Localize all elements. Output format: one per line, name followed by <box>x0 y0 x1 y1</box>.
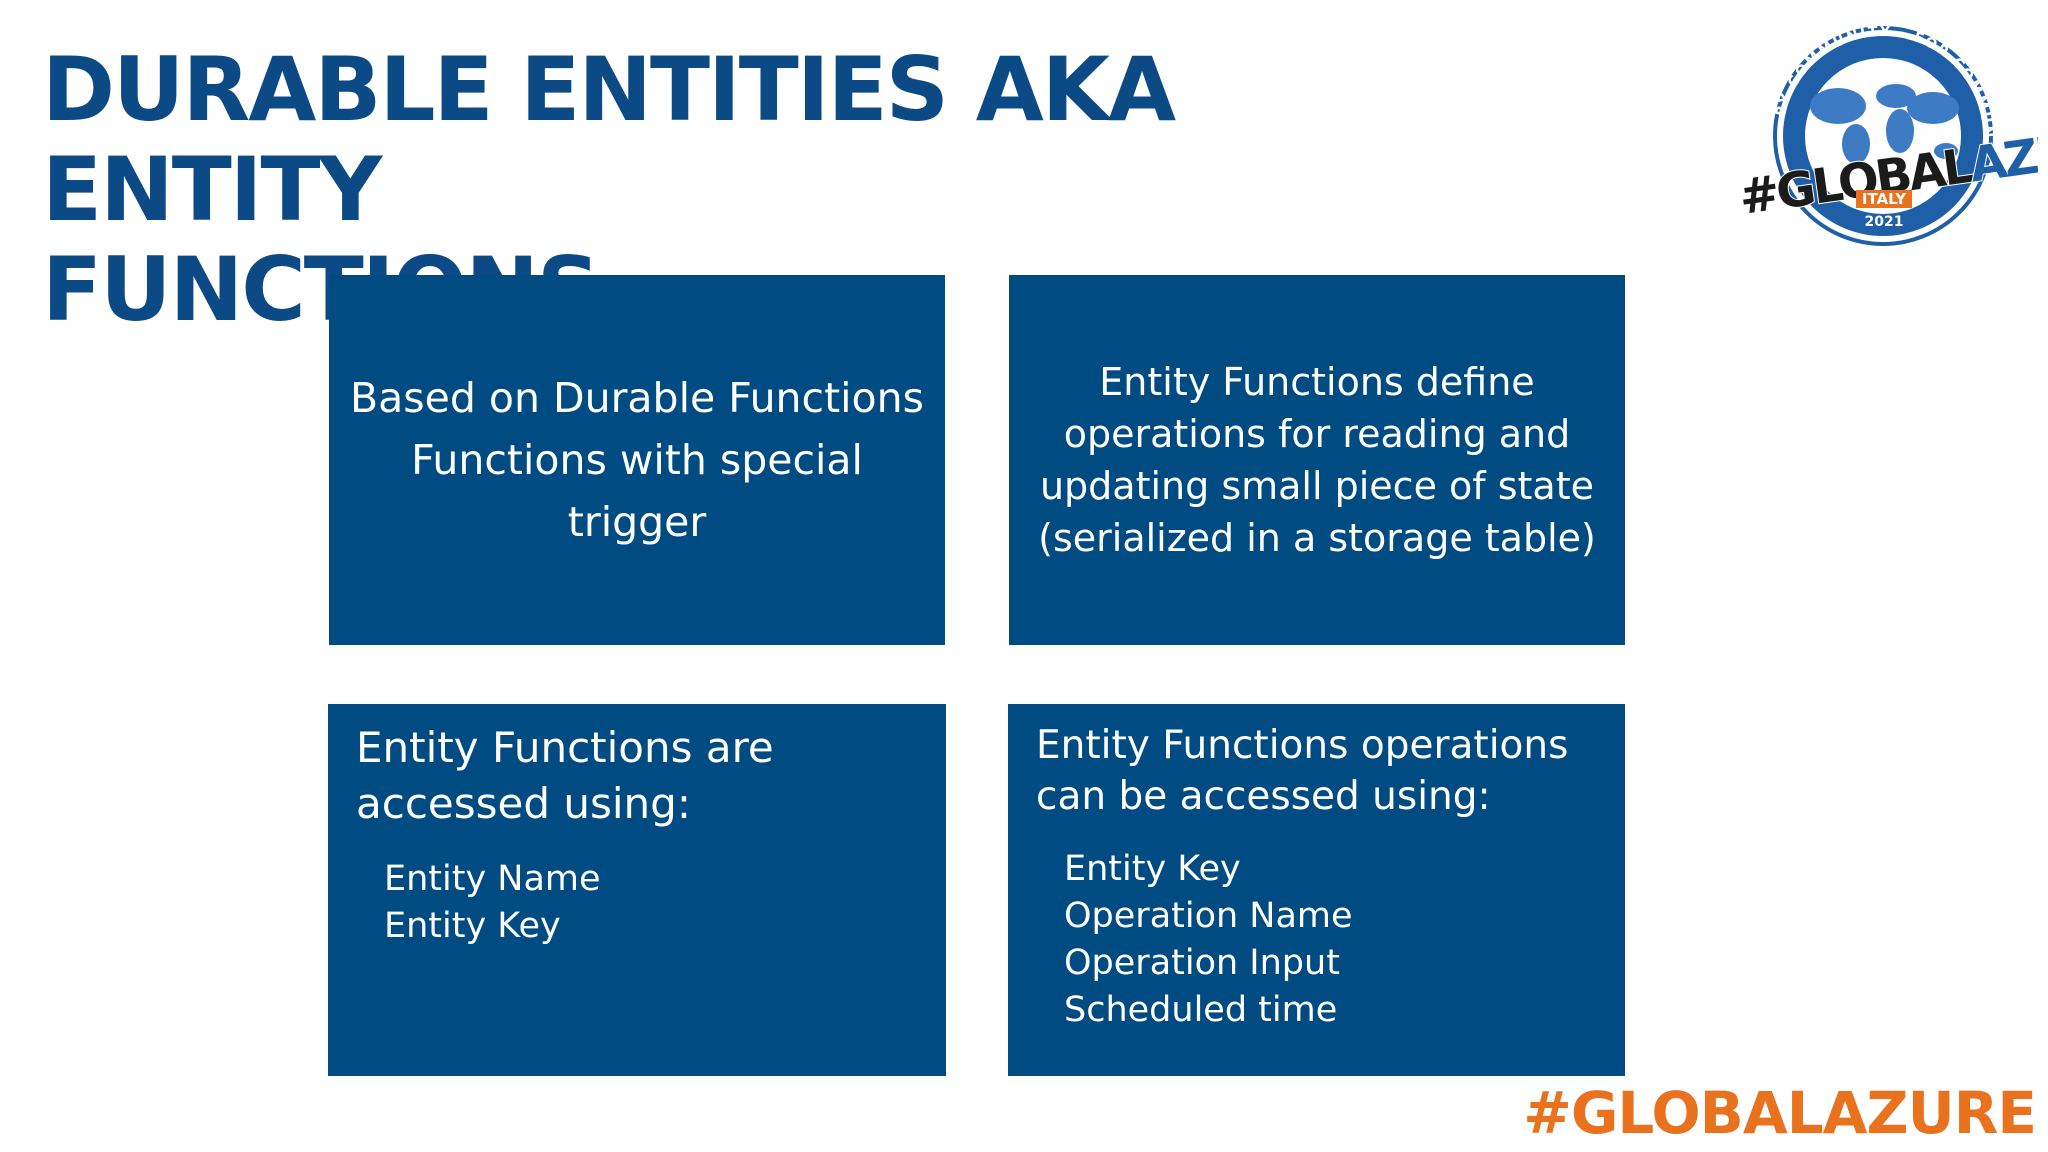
info-box-heading-line: Entity Functions operations <box>1036 723 1569 768</box>
info-box-list: Entity Name Entity Key <box>384 856 918 950</box>
info-box-operations-access: Entity Functions operations can be acces… <box>1008 704 1625 1076</box>
list-item: Operation Input <box>1064 943 1340 983</box>
info-box-heading-line: Entity Functions are <box>356 723 774 772</box>
info-box-line: (serialized in a storage table) <box>1038 516 1596 560</box>
world-map-icon <box>1810 84 1959 164</box>
info-box-line: Functions with special <box>411 436 863 484</box>
info-box-heading-line: accessed using: <box>356 779 691 828</box>
slide-title-line: DURABLE ENTITIES AKA ENTITY <box>42 38 1176 241</box>
info-box-line: Entity Functions define <box>1099 360 1535 404</box>
info-box-entity-access: Entity Functions are accessed using: Ent… <box>328 704 946 1076</box>
info-box-heading-line: can be accessed using: <box>1036 774 1491 819</box>
global-azure-italy-logo: BY COMMUNITY · FOR COMMUNITY #GLOBALAZUR… <box>1728 26 2038 246</box>
list-item: Entity Key <box>1064 849 1241 889</box>
info-box-heading: Entity Functions operations can be acces… <box>1036 720 1597 822</box>
logo-year: 2021 <box>1865 214 1904 230</box>
info-box-text: Entity Functions define operations for r… <box>1038 356 1596 564</box>
info-box-line: operations for reading and <box>1063 412 1571 456</box>
list-item: Scheduled time <box>1064 990 1338 1030</box>
info-box-line: Based on Durable Functions <box>350 374 924 422</box>
info-box-durable-functions: Based on Durable Functions Functions wit… <box>329 275 945 645</box>
list-item: Entity Key <box>384 906 561 946</box>
info-box-list: Entity Key Operation Name Operation Inpu… <box>1064 846 1597 1034</box>
info-box-heading: Entity Functions are accessed using: <box>356 720 918 832</box>
info-box-text: Based on Durable Functions Functions wit… <box>350 367 924 553</box>
info-box-line: updating small piece of state <box>1039 464 1594 508</box>
info-box-line: trigger <box>567 498 707 546</box>
list-item: Entity Name <box>384 859 601 899</box>
logo-country: ITALY <box>1862 190 1907 208</box>
footer-hashtag: #GLOBALAZURE <box>1523 1079 2037 1147</box>
list-item: Operation Name <box>1064 896 1353 936</box>
info-box-entity-operations-state: Entity Functions define operations for r… <box>1009 275 1625 645</box>
